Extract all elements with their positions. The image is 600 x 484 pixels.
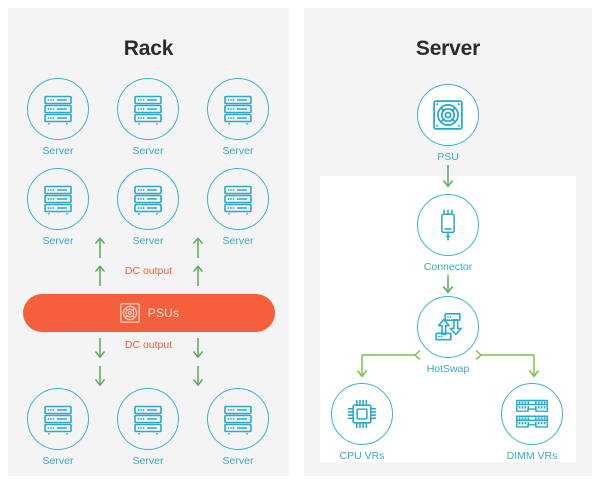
server-rack-icon [27,388,89,450]
node-server-top-3[interactable]: Server [200,78,276,157]
node-hotswap[interactable]: HotSwap [410,296,486,375]
rack-panel: Rack [8,8,289,476]
arrow-connector-to-hotswap [442,275,454,294]
node-label: PSU [437,151,459,163]
server-rack-icon [117,388,179,450]
node-server-top-2[interactable]: Server [110,78,186,157]
dc-output-up-label: DC output [124,265,173,277]
server-rack-icon [117,168,179,230]
server-panel: Server [304,8,592,476]
node-label: Server [132,235,164,247]
node-psu[interactable]: PSU [410,84,486,163]
node-label: Server [132,455,164,467]
dc-output-up-arrow-right [192,237,204,286]
node-server-mid-3[interactable]: Server [200,168,276,247]
dc-output-up-arrow-left [94,237,106,286]
dc-output-down-arrow-left [94,338,106,387]
node-server-bot-1[interactable]: Server [20,388,96,467]
node-label: Server [42,145,74,157]
arrow-psu-to-connector [442,165,454,188]
dimm-module-icon [501,383,563,445]
hotswap-branch-connectors [356,349,540,378]
connector-plug-icon [417,194,479,256]
server-rack-icon [207,168,269,230]
server-rack-icon [117,78,179,140]
node-dimm-vrs[interactable]: DIMM VRs [494,383,570,462]
node-server-mid-1[interactable]: Server [20,168,96,247]
node-label: Server [42,455,74,467]
node-server-bot-2[interactable]: Server [110,388,186,467]
node-label: Server [42,235,74,247]
node-server-top-1[interactable]: Server [20,78,96,157]
server-rack-icon [27,168,89,230]
node-label: Server [222,235,254,247]
psu-fan-icon [417,84,479,146]
server-rack-icon [207,78,269,140]
node-label: Connector [423,261,473,273]
node-label: Server [132,145,164,157]
node-server-mid-2[interactable]: Server [110,168,186,247]
node-label: CPU VRs [339,450,385,462]
psu-bar[interactable]: PSUs [23,294,275,332]
dc-output-down-arrow-right [192,338,204,387]
page-title-rack: Rack [123,37,174,60]
server-rack-icon [27,78,89,140]
node-cpu-vrs[interactable]: CPU VRs [324,383,400,462]
psu-fan-icon [119,303,140,323]
cpu-chip-icon [331,383,393,445]
node-label: DIMM VRs [506,450,558,462]
node-label: HotSwap [426,363,470,375]
node-label: Server [222,455,254,467]
node-label: Server [222,145,254,157]
hotswap-arrows-icon [417,296,479,358]
dc-output-down-label: DC output [124,339,173,351]
psu-bar-label: PSUs [147,306,180,320]
page-title-server: Server [415,37,481,60]
node-server-bot-3[interactable]: Server [200,388,276,467]
server-rack-icon [207,388,269,450]
node-connector[interactable]: Connector [410,194,486,273]
